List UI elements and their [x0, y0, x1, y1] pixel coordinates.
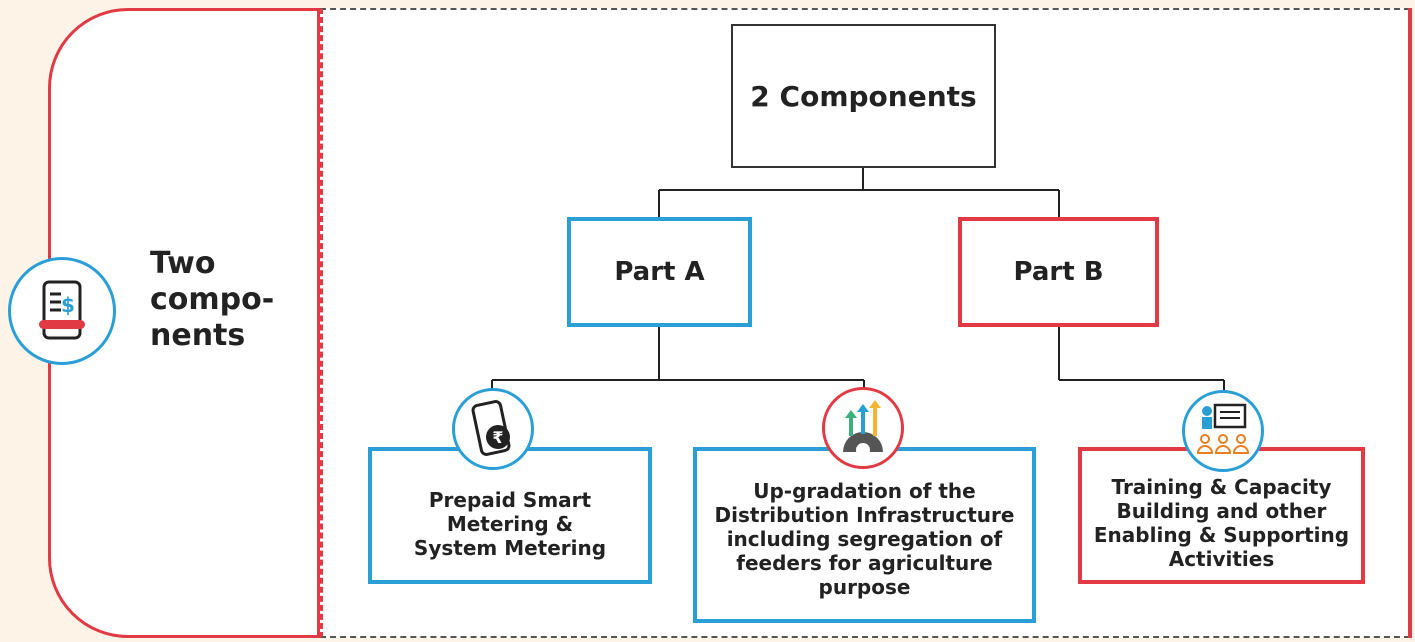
part-a-node: Part A — [567, 217, 752, 327]
leaf-upgradation: Up-gradation of the Distribution Infrast… — [693, 447, 1036, 623]
part-b-node: Part B — [958, 217, 1159, 327]
leaf-upgradation-label: Up-gradation of the Distribution Infrast… — [714, 479, 1015, 599]
leaf-prepaid-metering: Prepaid Smart Metering & System Metering — [368, 447, 652, 584]
leaf-training-label: Training & Capacity Building and other E… — [1093, 474, 1350, 571]
root-node: 2 Components — [731, 24, 996, 168]
right-border — [1408, 8, 1412, 638]
phone-rupee-icon: ₹ — [452, 388, 534, 470]
presentation-training-icon — [1182, 390, 1264, 472]
leaf-prepaid-label: Prepaid Smart Metering & System Metering — [413, 487, 607, 560]
side-title: Two compo- nents — [150, 246, 275, 353]
svg-text:₹: ₹ — [492, 428, 503, 447]
growth-arrows-gear-icon — [822, 387, 904, 469]
leaf-training: Training & Capacity Building and other E… — [1078, 447, 1365, 584]
document-currency-icon: $ — [8, 257, 116, 365]
svg-text:$: $ — [61, 293, 75, 317]
